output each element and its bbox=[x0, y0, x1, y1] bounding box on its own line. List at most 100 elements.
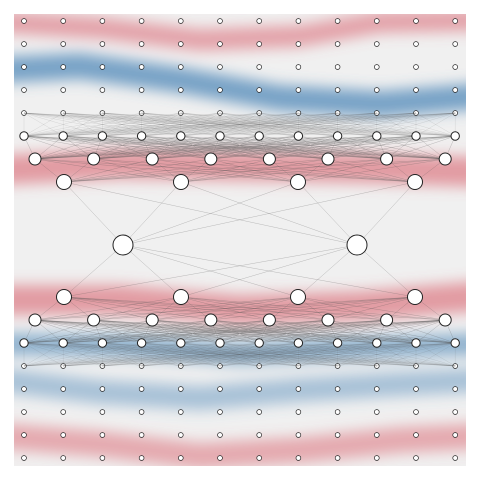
edge bbox=[297, 158, 446, 183]
edge bbox=[102, 112, 181, 137]
lattice-dot bbox=[217, 409, 223, 415]
edge bbox=[180, 135, 446, 160]
lattice-dot bbox=[178, 41, 184, 47]
edge bbox=[180, 112, 377, 137]
edge bbox=[259, 342, 377, 367]
edge bbox=[63, 342, 142, 367]
edge bbox=[93, 296, 299, 321]
lattice-dot bbox=[334, 41, 341, 47]
edge bbox=[152, 319, 417, 344]
edge bbox=[102, 135, 153, 160]
lattice-dot bbox=[217, 110, 223, 116]
node-layer-1-bottom bbox=[254, 338, 264, 348]
edge bbox=[180, 296, 270, 321]
lattice-dot bbox=[334, 409, 341, 415]
edge bbox=[180, 112, 221, 137]
node-layer-2-top bbox=[438, 152, 452, 166]
lattice-dot bbox=[374, 110, 380, 116]
edge bbox=[180, 112, 260, 137]
edge bbox=[102, 112, 181, 137]
node-layer-1-bottom bbox=[215, 338, 225, 348]
edge bbox=[210, 319, 299, 344]
edge bbox=[376, 112, 417, 137]
edge bbox=[298, 319, 446, 344]
edge bbox=[63, 342, 221, 367]
edge bbox=[298, 319, 387, 344]
lattice-dot bbox=[60, 87, 66, 93]
edge bbox=[63, 296, 270, 321]
lattice-dot bbox=[413, 64, 419, 70]
edge bbox=[23, 342, 377, 367]
edge bbox=[298, 342, 338, 367]
lattice-dot bbox=[374, 409, 380, 415]
edge bbox=[180, 342, 221, 367]
edge bbox=[152, 135, 299, 160]
edge bbox=[63, 342, 103, 367]
lattice-dot bbox=[413, 110, 419, 116]
edge bbox=[152, 135, 338, 160]
edge bbox=[23, 135, 329, 160]
lattice-dot bbox=[99, 363, 106, 369]
lattice-dot bbox=[60, 41, 66, 47]
edge bbox=[34, 135, 299, 160]
edge bbox=[122, 244, 416, 298]
edge bbox=[122, 244, 182, 298]
edge bbox=[219, 112, 417, 137]
lattice-dot bbox=[452, 87, 458, 93]
lattice-dot bbox=[413, 87, 419, 93]
edge bbox=[93, 319, 221, 344]
edge bbox=[219, 319, 270, 344]
lattice-dot bbox=[178, 18, 184, 24]
edge bbox=[63, 112, 142, 137]
node-layer-1-top bbox=[254, 131, 264, 141]
edge bbox=[152, 135, 456, 160]
edge bbox=[63, 342, 338, 367]
edge bbox=[93, 158, 299, 183]
edge bbox=[259, 112, 456, 137]
node-layer-1-bottom bbox=[411, 338, 421, 348]
lattice-dot bbox=[413, 18, 419, 24]
edge bbox=[102, 342, 377, 367]
edge bbox=[356, 244, 416, 298]
edge bbox=[259, 112, 417, 137]
edge bbox=[102, 112, 417, 137]
edge bbox=[63, 112, 338, 137]
node-layer-1-top bbox=[372, 131, 382, 141]
edge bbox=[327, 135, 377, 160]
edge bbox=[180, 112, 260, 137]
edge bbox=[219, 112, 260, 137]
edge bbox=[23, 319, 446, 344]
edge bbox=[102, 135, 211, 160]
node-layer-1-top bbox=[293, 131, 304, 141]
node-layer-1-bottom bbox=[450, 338, 460, 348]
edge bbox=[23, 112, 456, 137]
node-layer-1-top bbox=[19, 131, 29, 141]
edge bbox=[180, 112, 456, 137]
edge bbox=[63, 135, 211, 160]
edge bbox=[219, 135, 270, 160]
edge bbox=[180, 112, 338, 137]
edge bbox=[298, 112, 377, 137]
edge bbox=[23, 112, 299, 137]
lattice-dot bbox=[374, 41, 380, 47]
node-layer-3-bottom bbox=[290, 289, 306, 305]
edge bbox=[141, 342, 260, 367]
lattice-dot bbox=[99, 409, 106, 415]
edge bbox=[297, 296, 387, 321]
node-layer-1-top bbox=[450, 131, 460, 141]
edge bbox=[63, 296, 211, 321]
edge bbox=[23, 319, 94, 344]
edge bbox=[337, 342, 456, 367]
edge bbox=[63, 112, 456, 137]
edge bbox=[415, 112, 456, 137]
edge bbox=[23, 342, 299, 367]
lattice-dot bbox=[256, 363, 262, 369]
edge bbox=[298, 112, 338, 137]
edge bbox=[34, 319, 338, 344]
edge bbox=[180, 342, 260, 367]
edge bbox=[141, 112, 181, 137]
edge bbox=[63, 342, 181, 367]
edge bbox=[102, 112, 456, 137]
edge bbox=[102, 112, 299, 137]
lattice-dot bbox=[21, 455, 27, 461]
